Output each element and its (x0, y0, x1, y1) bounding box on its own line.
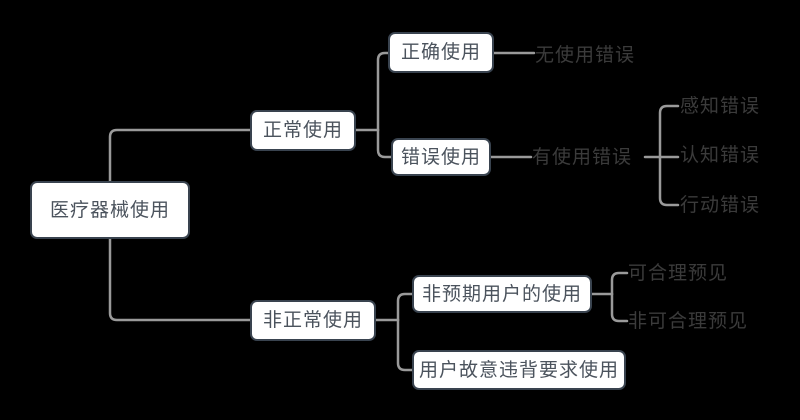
edge-unexpected-fork-up (610, 271, 629, 296)
leaf-reasonably-foreseeable-label: 可合理预见 (628, 262, 729, 284)
edge-unexpected-fork-down (610, 292, 629, 323)
leaf-reasonably-foreseeable: 可合理预见 (628, 260, 740, 286)
leaf-not-reasonably-foreseeable-label: 非可合理预见 (628, 310, 749, 332)
node-deliberate-misuse[interactable]: 用户故意违背要求使用 (412, 350, 626, 390)
leaf-perception-error-label: 感知错误 (680, 95, 761, 117)
node-unexpected-user-use[interactable]: 非预期用户的使用 (412, 275, 592, 313)
leaf-cognition-error-label: 认知错误 (680, 144, 761, 166)
leaf-has-use-error: 有使用错误 (532, 144, 642, 170)
leaf-action-error-label: 行动错误 (680, 194, 761, 216)
edge-haserror-fork-down (658, 155, 680, 207)
node-correct-use-label: 正确使用 (400, 42, 481, 63)
node-root-label: 医疗器械使用 (49, 199, 170, 221)
edge-root-to-abnormal (108, 237, 252, 322)
edge-abnormal-fork-down (396, 318, 414, 372)
node-wrong-use-label: 错误使用 (400, 146, 481, 168)
edge-normal-fork-down (376, 128, 393, 159)
edge-root-to-normal (108, 128, 252, 183)
leaf-perception-error: 感知错误 (680, 93, 772, 119)
node-correct-use[interactable]: 正确使用 (388, 32, 494, 73)
node-normal-use-label: 正常使用 (262, 120, 343, 141)
node-abnormal-use-label: 非正常使用 (262, 310, 363, 331)
node-deliberate-misuse-label: 用户故意违背要求使用 (418, 359, 619, 381)
node-unexpected-user-use-label: 非预期用户的使用 (421, 283, 582, 305)
leaf-action-error: 行动错误 (680, 192, 772, 218)
node-root[interactable]: 医疗器械使用 (30, 181, 190, 239)
leaf-no-use-error-label: 无使用错误 (535, 44, 636, 66)
node-normal-use[interactable]: 正常使用 (250, 110, 356, 151)
edge-normal-fork-up (376, 51, 390, 132)
leaf-not-reasonably-foreseeable: 非可合理预见 (628, 308, 762, 334)
leaf-cognition-error: 认知错误 (680, 142, 772, 168)
edge-abnormal-fork-up (396, 292, 414, 322)
edge-haserror-fork-up (658, 104, 680, 159)
leaf-has-use-error-label: 有使用错误 (532, 146, 633, 168)
leaf-no-use-error: 无使用错误 (535, 42, 645, 68)
node-abnormal-use[interactable]: 非正常使用 (250, 300, 376, 341)
node-wrong-use[interactable]: 错误使用 (391, 138, 491, 176)
